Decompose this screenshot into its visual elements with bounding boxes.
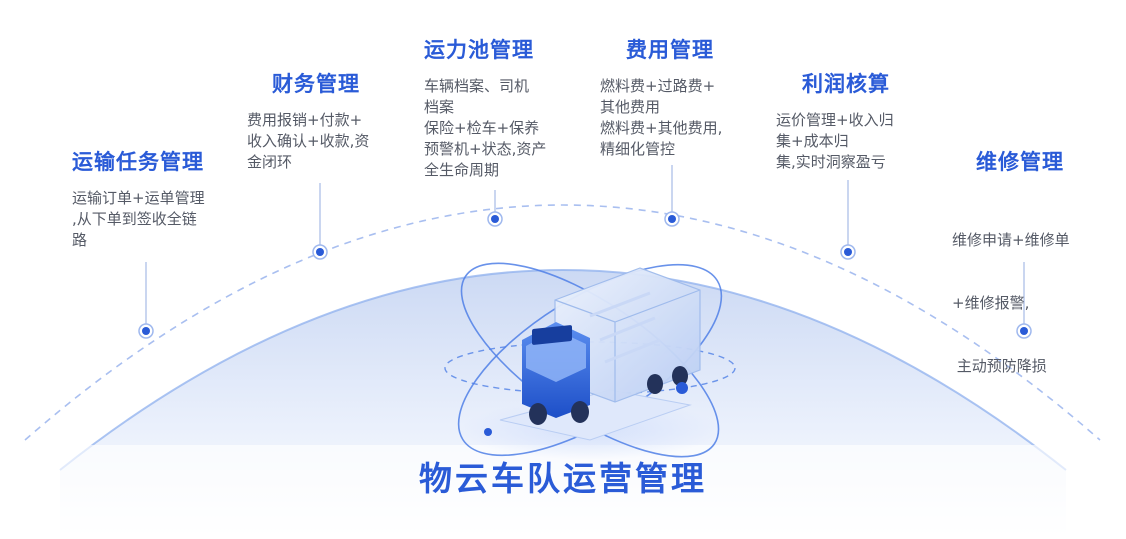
module-desc-line: 集+成本归 bbox=[776, 132, 849, 150]
module-desc-line: 燃料费+过路费+ bbox=[600, 77, 716, 95]
module-desc: 燃料费+过路费+ 其他费用 燃料费+其他费用, 精细化管控 bbox=[600, 76, 722, 160]
module-desc-line: 全生命周期 bbox=[424, 161, 500, 179]
module-desc-line: 运输订单+运单管理 bbox=[72, 189, 205, 207]
bottom-fade bbox=[0, 445, 1126, 539]
module-desc-line: 运价管理+收入归 bbox=[776, 111, 894, 129]
node-dot-icon bbox=[840, 244, 856, 260]
module-desc-line: 燃料费+其他费用, bbox=[600, 119, 723, 137]
module-title: 运力池管理 bbox=[424, 38, 534, 62]
node-dot-icon bbox=[1016, 323, 1032, 339]
node-dots bbox=[138, 211, 1032, 339]
module-title: 费用管理 bbox=[626, 38, 714, 62]
module-desc-line: 收入确认+收款,资 bbox=[247, 132, 370, 150]
module-desc-line: 金闭环 bbox=[247, 153, 293, 171]
module-desc-line: 主动预防降损 bbox=[952, 357, 1047, 375]
module-desc: 维修申请+维修单 +维修报警, 主动预防降损 bbox=[952, 188, 1070, 419]
module-desc-line: 维修申请+维修单 bbox=[952, 231, 1070, 249]
module-desc-line: 集,实时洞察盈亏 bbox=[776, 153, 886, 171]
module-title: 运输任务管理 bbox=[72, 150, 204, 174]
module-transport: 运输任务管理 运输订单+运单管理 ,从下单到签收全链 路 bbox=[72, 148, 205, 251]
module-desc: 费用报销+付款+ 收入确认+收款,资 金闭环 bbox=[247, 110, 369, 173]
module-desc: 车辆档案、司机 档案 保险+检车+保养 预警机+状态,资产 全生命周期 bbox=[424, 76, 546, 181]
connectors bbox=[145, 165, 1025, 331]
module-desc-line: 档案 bbox=[424, 98, 455, 116]
node-dot-icon bbox=[487, 211, 503, 227]
module-title: 维修管理 bbox=[976, 150, 1064, 174]
dome-rim bbox=[59, 269, 1067, 471]
module-profit: 利润核算 运价管理+收入归 集+成本归 集,实时洞察盈亏 bbox=[776, 70, 894, 173]
main-title: 物云车队运营管理 bbox=[419, 459, 707, 498]
truck-icon bbox=[444, 262, 736, 460]
node-dot-icon bbox=[312, 244, 328, 260]
module-capacity: 运力池管理 车辆档案、司机 档案 保险+检车+保养 预警机+状态,资产 全生命周… bbox=[424, 36, 546, 181]
module-desc: 运价管理+收入归 集+成本归 集,实时洞察盈亏 bbox=[776, 110, 894, 173]
module-cost: 费用管理 燃料费+过路费+ 其他费用 燃料费+其他费用, 精细化管控 bbox=[600, 36, 722, 160]
module-finance: 财务管理 费用报销+付款+ 收入确认+收款,资 金闭环 bbox=[247, 70, 369, 173]
module-desc-line: 车辆档案、司机 bbox=[424, 77, 530, 95]
module-desc-line: 费用报销+付款+ bbox=[247, 111, 363, 129]
module-title: 利润核算 bbox=[802, 72, 890, 96]
node-dot-icon bbox=[138, 323, 154, 339]
module-desc-line: 预警机+状态,资产 bbox=[424, 140, 547, 158]
dashed-arc bbox=[24, 204, 1101, 441]
module-desc-line: ,从下单到签收全链 bbox=[72, 210, 197, 228]
module-desc-line: 其他费用 bbox=[600, 98, 661, 116]
module-desc-line: +维修报警, bbox=[952, 294, 1030, 312]
module-maintenance: 维修管理 维修申请+维修单 +维修报警, 主动预防降损 bbox=[952, 148, 1070, 419]
module-desc-line: 路 bbox=[72, 231, 88, 249]
module-desc-line: 保险+检车+保养 bbox=[424, 119, 540, 137]
module-desc: 运输订单+运单管理 ,从下单到签收全链 路 bbox=[72, 188, 205, 251]
module-desc-line: 精细化管控 bbox=[600, 140, 676, 158]
node-dot-icon bbox=[664, 211, 680, 227]
module-title: 财务管理 bbox=[272, 72, 360, 96]
